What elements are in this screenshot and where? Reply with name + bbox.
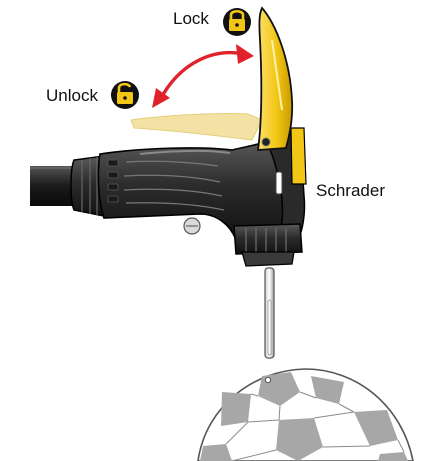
schrader-valve-pin	[264, 267, 275, 359]
padlock-open-icon	[111, 81, 139, 109]
lock-label: Lock	[173, 9, 209, 28]
ball-panel	[200, 444, 232, 461]
pump-head-body	[70, 127, 307, 267]
ball-panel	[276, 418, 323, 461]
soccer-ball	[197, 368, 414, 461]
ball-panel	[311, 376, 344, 404]
ball-panel	[354, 410, 398, 446]
pivot-pin	[261, 137, 271, 147]
lever-unlocked-position	[130, 112, 263, 141]
unlock-label: Unlock	[46, 86, 98, 105]
ball-panel	[221, 392, 251, 426]
lock-unlock-arrow	[152, 44, 254, 108]
ball-panel	[378, 452, 408, 461]
schrader-port-slot	[275, 171, 283, 195]
side-insert	[290, 127, 307, 185]
padlock-closed-icon	[223, 8, 251, 36]
schrader-label: Schrader	[316, 181, 385, 200]
lever-locked-position	[256, 6, 294, 151]
